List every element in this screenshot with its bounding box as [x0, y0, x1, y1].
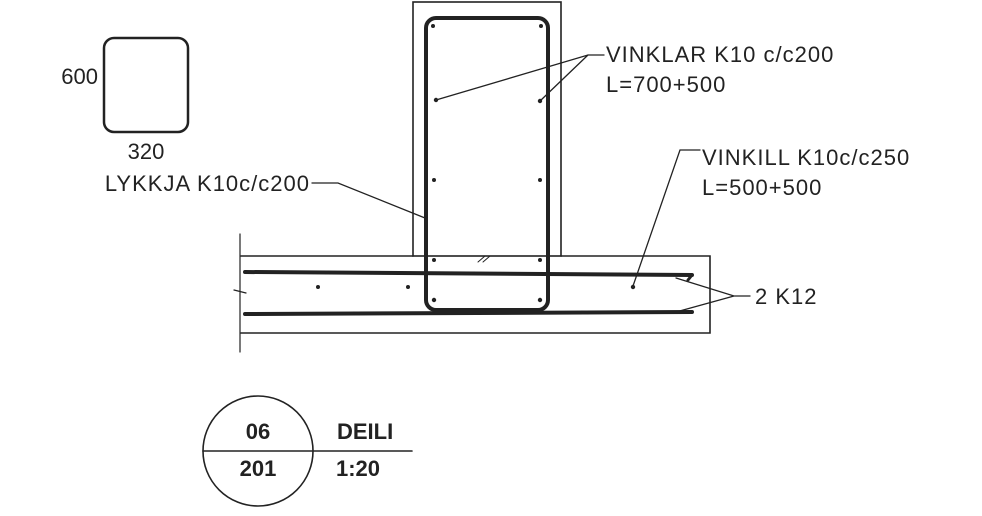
bar-dot	[432, 258, 436, 262]
detail-scale: 1:20	[336, 456, 380, 481]
bar-dot	[316, 285, 320, 289]
slab-break-line	[233, 233, 247, 353]
leader-angle-bar	[632, 149, 701, 287]
detail-title: DEILI	[337, 419, 393, 444]
stirrup-height-label: 600	[61, 64, 98, 89]
bar-dot	[537, 98, 543, 104]
angle-bars-label: VINKLAR K10 c/c200	[606, 42, 834, 67]
leader-stirrup-note	[311, 182, 426, 219]
bottom-slab-bar	[243, 310, 694, 316]
wall-outline	[412, 1, 562, 257]
stirrup-shape-detail	[102, 36, 190, 134]
sheet-number: 201	[240, 456, 277, 481]
angle-bar-length: L=500+500	[702, 175, 822, 200]
leader-angle-bars	[435, 54, 605, 102]
stirrup-note-label: LYKKJA K10c/c200	[105, 171, 310, 196]
leader-longitudinal	[675, 277, 751, 313]
bar-dot	[538, 178, 542, 182]
angle-bars-length: L=700+500	[606, 72, 726, 97]
stirrup-width-label: 320	[128, 139, 165, 164]
angle-bar-label: VINKILL K10c/c250	[702, 145, 910, 170]
bar-dot	[431, 24, 435, 28]
top-bar-hook	[686, 273, 694, 282]
bar-dot	[432, 178, 436, 182]
wall-stirrup	[424, 16, 550, 312]
bar-dot	[406, 285, 410, 289]
bar-dot	[538, 258, 542, 262]
top-slab-bar	[243, 270, 694, 277]
detail-number: 06	[246, 419, 270, 444]
bar-dot	[539, 24, 543, 28]
bar-dot	[630, 284, 636, 290]
longitudinal-bars-label: 2 K12	[755, 284, 818, 309]
slab-hatch-mark	[477, 255, 491, 263]
bar-dot	[537, 297, 543, 303]
slab-outline	[240, 255, 711, 334]
bar-dot	[431, 297, 437, 303]
bar-dots	[316, 24, 636, 303]
bar-dot	[433, 97, 439, 103]
